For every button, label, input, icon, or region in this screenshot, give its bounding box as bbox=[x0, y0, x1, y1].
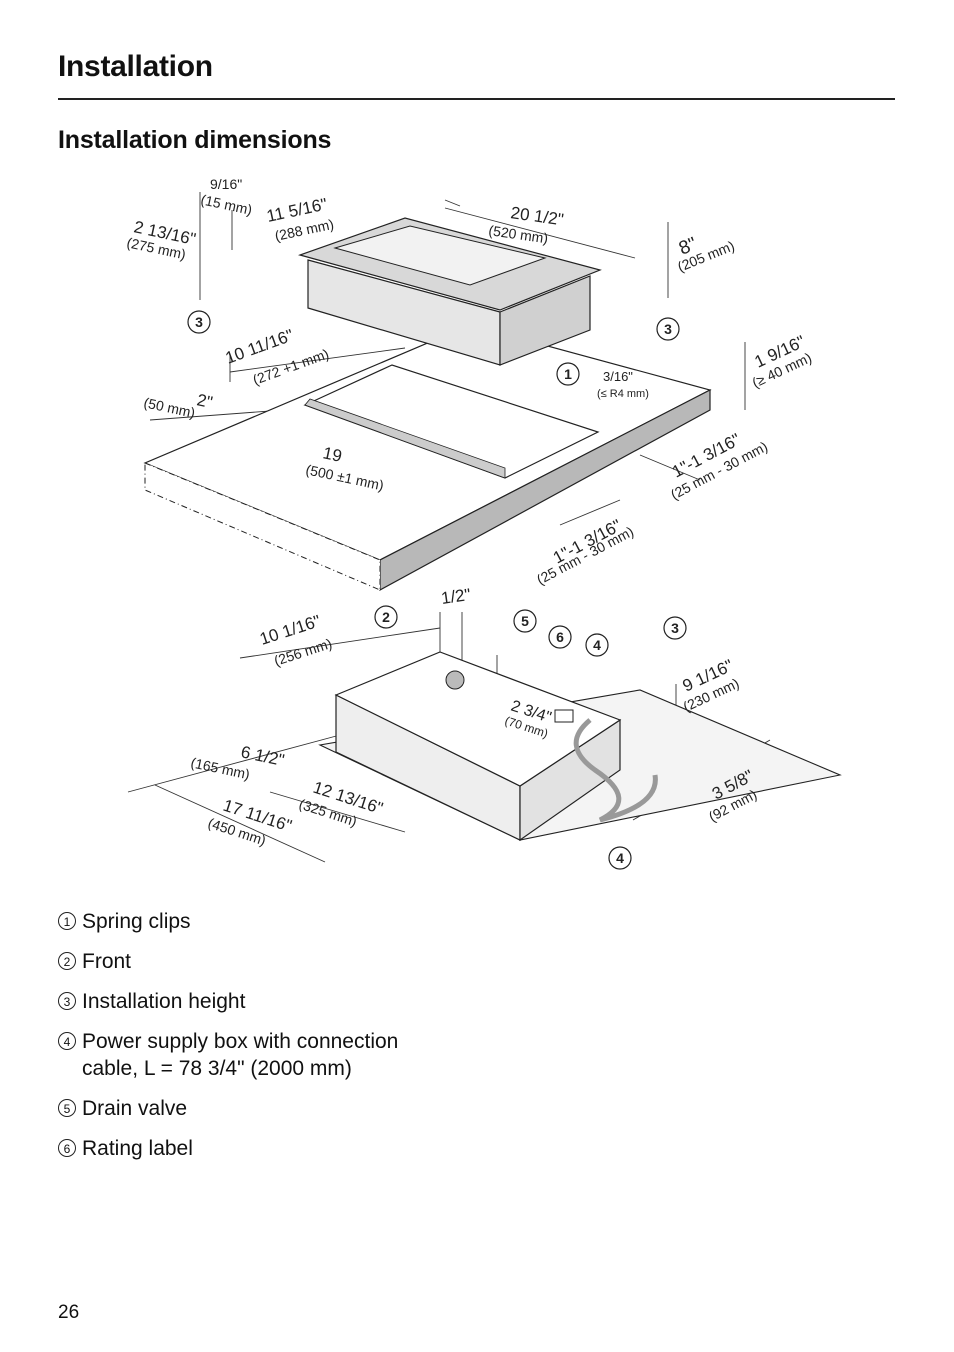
legend-item: 2 Front bbox=[58, 948, 558, 975]
legend-text: Spring clips bbox=[82, 910, 191, 933]
page-number: 26 bbox=[58, 1302, 80, 1323]
dim-label: 8" bbox=[676, 234, 700, 260]
dim-label: 19 bbox=[321, 443, 343, 466]
title-divider bbox=[58, 98, 895, 100]
callout-3-c: 3 bbox=[671, 620, 679, 636]
section-title: Installation dimensions bbox=[58, 126, 332, 154]
legend-text: Drain valve bbox=[82, 1097, 188, 1120]
callout-2: 2 bbox=[382, 609, 390, 625]
dim-label: (15 mm) bbox=[199, 191, 253, 217]
legend-text: Power supply box with connection cable, … bbox=[82, 1030, 399, 1080]
callout-markers bbox=[187, 310, 687, 870]
upper-appliance bbox=[297, 217, 602, 366]
installation-diagram: 3 3 1 2 5 6 4 3 4 9/16" (15 mm) 11 5/16"… bbox=[125, 176, 842, 870]
callout-3-a: 3 bbox=[195, 314, 203, 330]
dim-label: 2" bbox=[195, 390, 214, 412]
callout-5: 5 bbox=[521, 613, 529, 629]
legend-text: Rating label bbox=[82, 1137, 193, 1160]
legend-item: 5 Drain valve bbox=[58, 1095, 558, 1122]
legend-item: 6 Rating label bbox=[58, 1135, 558, 1162]
dim-label: 3/16" bbox=[603, 369, 633, 384]
page-title: Installation bbox=[58, 50, 213, 83]
legend-number: 3 bbox=[58, 992, 76, 1010]
dim-label: 9/16" bbox=[210, 176, 242, 192]
callout-4-a: 4 bbox=[593, 637, 601, 653]
legend-number: 2 bbox=[58, 952, 76, 970]
callout-4-b: 4 bbox=[616, 850, 624, 866]
legend: 1 Spring clips 2 Front 3 Installation he… bbox=[58, 908, 558, 1175]
callout-3-b: 3 bbox=[664, 321, 672, 337]
legend-number: 5 bbox=[58, 1099, 76, 1117]
legend-item: 1 Spring clips bbox=[58, 908, 558, 935]
legend-item: 3 Installation height bbox=[58, 988, 558, 1015]
legend-item: 4 Power supply box with connection cable… bbox=[58, 1028, 558, 1082]
legend-text: Front bbox=[82, 950, 132, 973]
dim-label: (50 mm) bbox=[142, 394, 196, 420]
callout-6: 6 bbox=[556, 629, 564, 645]
legend-number: 6 bbox=[58, 1139, 76, 1157]
dim-label: (≤ R4 mm) bbox=[597, 388, 649, 400]
legend-number: 1 bbox=[58, 912, 76, 930]
callout-1: 1 bbox=[564, 366, 572, 382]
lower-appliance bbox=[318, 651, 842, 842]
dim-label: 1/2" bbox=[440, 585, 472, 608]
legend-text: Installation height bbox=[82, 990, 246, 1013]
legend-number: 4 bbox=[58, 1032, 76, 1050]
